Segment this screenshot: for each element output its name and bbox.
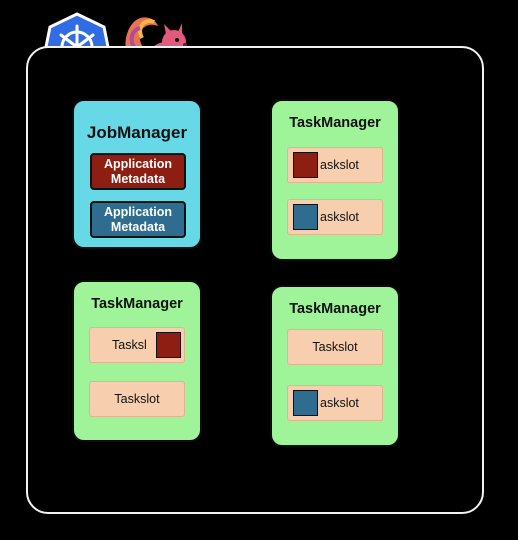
task-blue xyxy=(293,204,318,230)
metadata-label-line2: Metadata xyxy=(110,171,166,186)
taskslot: Taskslot xyxy=(287,329,383,365)
task-blue xyxy=(293,390,318,416)
taskslot-label: askslot xyxy=(320,210,359,224)
jobmanager-box: JobManager Application Metadata Applicat… xyxy=(72,99,202,249)
metadata-label-line2: Metadata xyxy=(110,219,166,234)
taskmanager-bottom-right: TaskManager Taskslot askslot xyxy=(270,285,400,447)
taskmanager-bottom-left: TaskManager Tasksl Taskslot xyxy=(72,280,202,442)
application-metadata-red: Application Metadata xyxy=(90,153,186,190)
taskslot-label: askslot xyxy=(320,396,359,410)
metadata-label-line1: Application xyxy=(103,204,173,219)
taskmanager-title: TaskManager xyxy=(289,115,381,131)
metadata-label-line1: Application xyxy=(103,156,173,171)
taskslot: Taskslot xyxy=(89,381,185,417)
taskslot: askslot xyxy=(287,385,383,421)
application-metadata-blue: Application Metadata xyxy=(90,201,186,238)
taskslot-label: askslot xyxy=(320,158,359,172)
jobmanager-title: JobManager xyxy=(86,123,188,142)
taskslot-label: Tasksl xyxy=(112,338,147,352)
taskslot: Tasksl xyxy=(89,327,185,363)
task-red xyxy=(293,152,318,178)
taskslot: askslot xyxy=(287,199,383,235)
taskslot-label: Taskslot xyxy=(114,392,160,406)
taskmanager-top-right: TaskManager askslot askslot xyxy=(270,99,400,261)
task-red xyxy=(156,332,181,358)
taskslot: askslot xyxy=(287,147,383,183)
taskmanager-title: TaskManager xyxy=(91,296,183,312)
taskslot-label: Taskslot xyxy=(312,340,358,354)
taskmanager-title: TaskManager xyxy=(289,301,381,317)
